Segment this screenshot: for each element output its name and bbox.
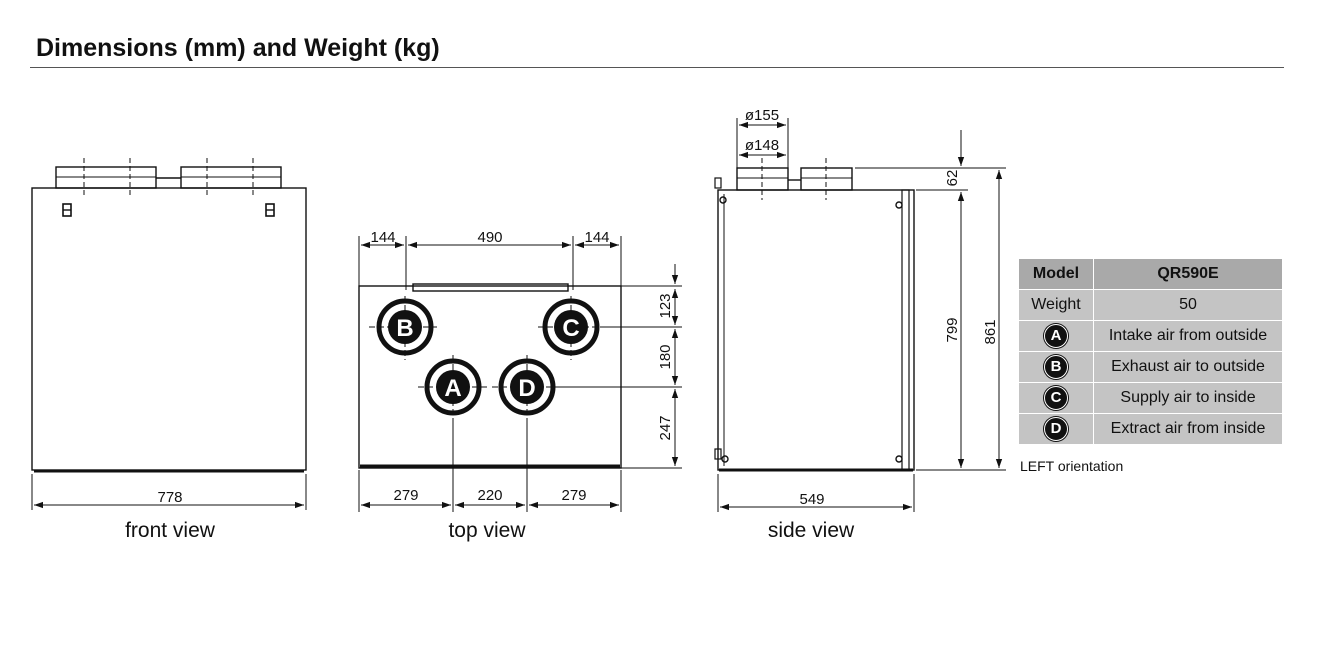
top-dim-left: 144 xyxy=(370,229,395,246)
port-b-letter: B xyxy=(396,315,413,342)
port-c-desc: Supply air to inside xyxy=(1093,382,1283,414)
front-body xyxy=(31,187,307,471)
port-a-badge: A xyxy=(1044,324,1068,348)
page-title: Dimensions (mm) and Weight (kg) xyxy=(36,34,440,62)
right-dim-bottom: 247 xyxy=(657,415,674,440)
port-a-ring xyxy=(424,358,482,416)
model-header: Model xyxy=(1018,258,1094,290)
title-divider xyxy=(30,67,1284,68)
port-c-letter: C xyxy=(562,315,579,342)
bottom-dim-middle: 220 xyxy=(477,487,502,504)
dia-outer-label: ø155 xyxy=(745,107,779,124)
port-c-ring xyxy=(542,298,600,356)
spigot-height-label: 62 xyxy=(944,170,961,187)
weight-row: Weight 50 xyxy=(1018,289,1283,321)
bottom-dim-right: 279 xyxy=(561,487,586,504)
front-view xyxy=(31,158,307,510)
front-view-label: front view xyxy=(125,519,216,542)
side-depth-label: 549 xyxy=(799,491,824,508)
port-a-desc: Intake air from outside xyxy=(1093,320,1283,352)
top-view xyxy=(358,236,682,512)
side-body xyxy=(717,189,915,471)
front-width-label: 778 xyxy=(157,489,182,506)
port-row: A Intake air from outside xyxy=(1018,320,1283,352)
dia-inner-label: ø148 xyxy=(745,137,779,154)
port-row: B Exhaust air to outside xyxy=(1018,351,1283,383)
weight-label: Weight xyxy=(1018,289,1094,321)
right-dim-top: 123 xyxy=(657,293,674,318)
total-height-label: 861 xyxy=(982,319,999,344)
side-view-label: side view xyxy=(768,519,855,542)
port-b-badge: B xyxy=(1044,355,1068,379)
body-height-label: 799 xyxy=(944,317,961,342)
port-a-letter: A xyxy=(444,375,461,402)
top-dim-right: 144 xyxy=(584,229,609,246)
port-d-letter: D xyxy=(518,375,535,402)
bottom-dim-left: 279 xyxy=(393,487,418,504)
port-row: D Extract air from inside xyxy=(1018,413,1283,445)
spec-header-row: Model QR590E xyxy=(1018,258,1283,290)
port-row: C Supply air to inside xyxy=(1018,382,1283,414)
top-dim-middle: 490 xyxy=(477,229,502,246)
top-rail xyxy=(412,283,569,292)
orientation-note: LEFT orientation xyxy=(1020,458,1124,474)
side-view xyxy=(714,118,1006,512)
spec-table: Model QR590E Weight 50 A Intake air from… xyxy=(1018,258,1283,445)
weight-value: 50 xyxy=(1093,289,1283,321)
model-value: QR590E xyxy=(1093,258,1283,290)
port-d-badge: D xyxy=(1044,417,1068,441)
port-d-desc: Extract air from inside xyxy=(1093,413,1283,445)
port-b-desc: Exhaust air to outside xyxy=(1093,351,1283,383)
top-view-label: top view xyxy=(448,519,526,542)
port-b-ring xyxy=(376,298,434,356)
port-c-badge: C xyxy=(1044,386,1068,410)
right-dim-middle: 180 xyxy=(657,344,674,369)
port-d-ring xyxy=(498,358,556,416)
